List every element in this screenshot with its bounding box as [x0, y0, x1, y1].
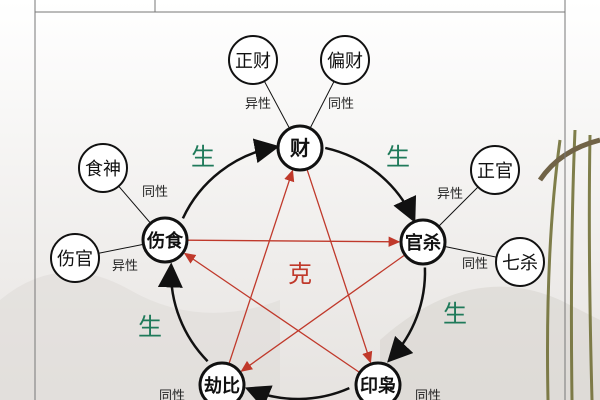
svg-text:伤官: 伤官 [57, 249, 93, 270]
table-frame [34, 0, 566, 400]
svg-text:七杀: 七杀 [502, 253, 538, 274]
node-shangshi: 伤食 [141, 216, 189, 264]
relation-label: 异性 [437, 187, 463, 202]
sheng-arrow [244, 385, 350, 400]
node-guansha: 官杀 [399, 218, 447, 266]
sheng-label: 生 [138, 313, 162, 341]
svg-text:偏财: 偏财 [327, 51, 363, 72]
ke-arrow [228, 169, 295, 365]
ke-arrow [240, 254, 406, 372]
svg-text:劫比: 劫比 [204, 376, 240, 397]
relation-label: 同性 [159, 389, 185, 400]
svg-text:正官: 正官 [477, 161, 513, 182]
svg-text:官杀: 官杀 [405, 232, 441, 254]
ke-label: 克 [288, 260, 312, 288]
svg-text:财: 财 [290, 136, 310, 160]
sheng-label: 生 [191, 143, 215, 171]
mountain-right [380, 286, 600, 400]
sheng-arrow [181, 138, 280, 219]
relation-label: 异性 [112, 259, 138, 274]
relation-label: 同性 [415, 389, 441, 400]
ke-arrow [183, 252, 361, 374]
relation-label: 异性 [245, 97, 271, 112]
relation-label: 同性 [142, 185, 168, 200]
node-jiebi: 劫比 [198, 361, 246, 400]
ke-arrow [306, 168, 373, 364]
willow-tree [537, 129, 600, 400]
sheng-arrow [387, 267, 427, 363]
svg-text:正财: 正财 [235, 51, 271, 72]
svg-text:伤食: 伤食 [146, 230, 184, 252]
sheng-arrow [157, 262, 209, 363]
node-yinxiao: 印枭 [354, 361, 402, 400]
sheng-label: 生 [443, 300, 467, 328]
relation-label: 同性 [328, 97, 354, 112]
sheng-arrow [324, 146, 417, 223]
svg-text:食神: 食神 [85, 159, 121, 180]
ke-arrow [186, 236, 401, 247]
sheng-label: 生 [386, 143, 410, 171]
sub-node: 伤官 异性 [50, 233, 138, 283]
svg-text:印枭: 印枭 [360, 375, 396, 397]
node-cai: 财 [276, 124, 324, 172]
relation-label: 同性 [462, 257, 488, 272]
